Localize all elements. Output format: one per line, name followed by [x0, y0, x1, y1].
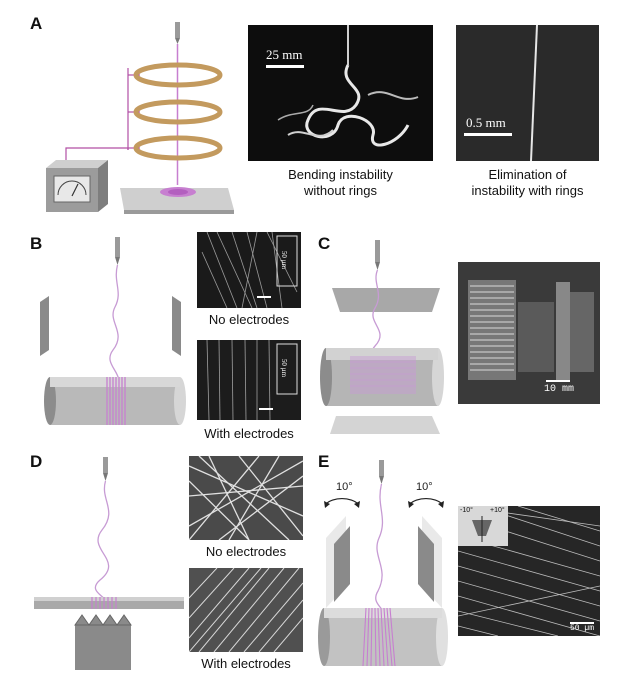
- panel-c-image: 10 mm: [458, 262, 600, 404]
- panel-label-a: A: [30, 14, 43, 33]
- panel-d-caption-2: With electrodes: [201, 656, 291, 671]
- panel-b-caption-1: No electrodes: [208, 312, 290, 327]
- panel-a-schematic: [46, 22, 234, 214]
- panel-c-schematic: [320, 240, 444, 434]
- panel-b-schematic: [40, 237, 186, 425]
- panel-label-c: C: [318, 234, 331, 253]
- panel-e-angle-left: 10°: [336, 481, 353, 493]
- panel-b-image-with-electrodes: 50 µm: [197, 340, 301, 420]
- panel-a-caption-2: Elimination of instability with rings: [440, 167, 615, 199]
- panel-e-inset-right: +10°: [490, 507, 505, 514]
- panel-d-image-no-electrodes: [189, 456, 303, 540]
- panel-label-b: B: [30, 234, 43, 253]
- panel-e-scale-50um: 50 µm: [570, 624, 595, 633]
- panel-e-inset-left: -10°: [460, 507, 473, 514]
- panel-a-caption-2-line1: Elimination of: [488, 167, 567, 182]
- panel-a-scale-05mm: 0.5 mm: [466, 115, 506, 130]
- panel-a-scale-25mm: 25 mm: [266, 47, 303, 62]
- panel-b-caption-2: With electrodes: [204, 426, 294, 441]
- panel-label-e: E: [318, 452, 330, 471]
- panel-a-image-eliminated: 0.5 mm: [456, 25, 599, 161]
- panel-a-caption-1: Bending instability without rings: [248, 167, 433, 199]
- panel-e-schematic: [318, 460, 448, 667]
- panel-a-caption-1-line1: Bending instability: [288, 167, 393, 182]
- panel-a-caption-2-line2: instability with rings: [471, 183, 584, 198]
- panel-a-image-bending: 25 mm: [248, 25, 433, 161]
- panel-c-scale-10mm: 10 mm: [544, 384, 575, 395]
- panel-b-inset-scale-2: 50 µm: [280, 358, 289, 378]
- panel-d-image-with-electrodes: [189, 568, 303, 652]
- panel-d-schematic: [34, 457, 184, 670]
- panel-d-caption-1: No electrodes: [205, 544, 287, 559]
- panel-b-inset-scale-1: 50 µm: [280, 250, 289, 270]
- panel-a-caption-1-line2: without rings: [304, 183, 377, 198]
- panel-b-image-no-electrodes: 50 µm: [197, 232, 301, 308]
- panel-e-image: -10° +10° 50 µm: [458, 506, 600, 636]
- panel-e-angle-right: 10°: [416, 481, 433, 493]
- panel-label-d: D: [30, 452, 43, 471]
